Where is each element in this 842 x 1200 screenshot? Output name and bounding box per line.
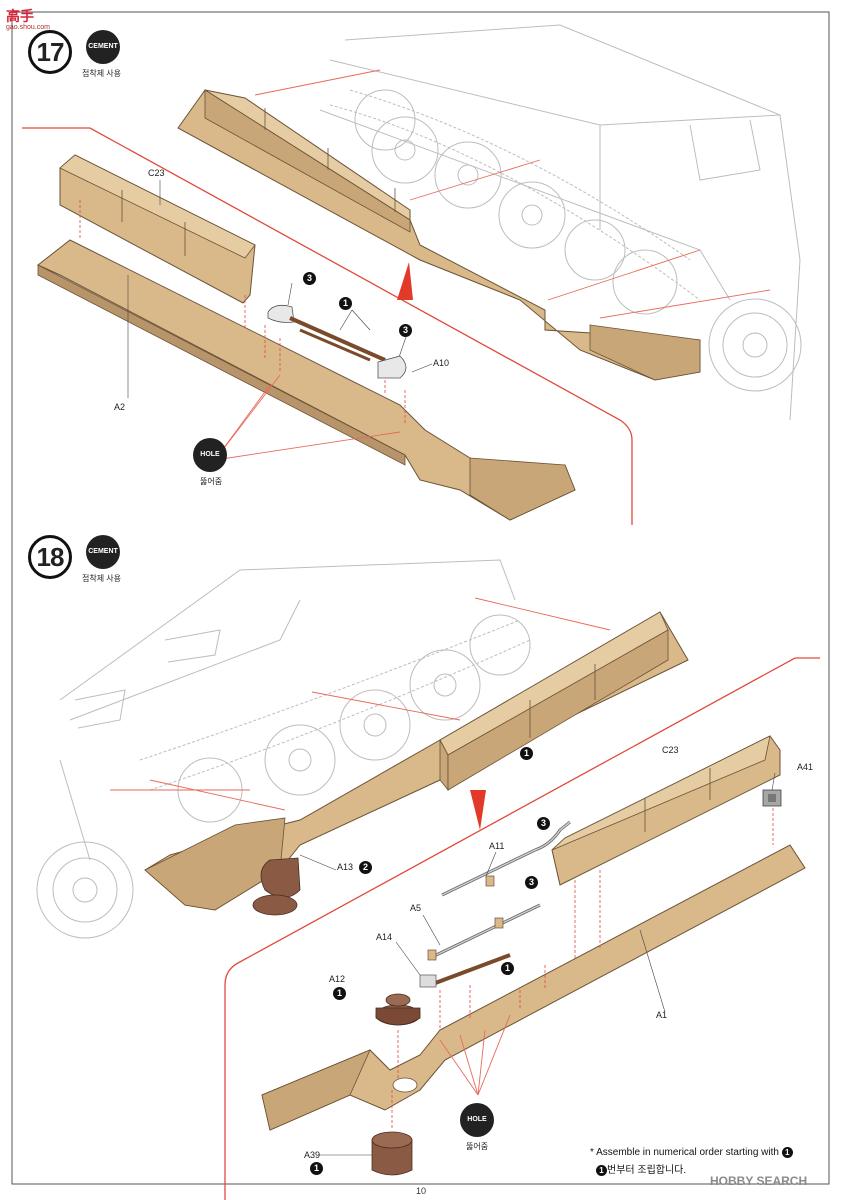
watermark-hobby-search: HOBBY SEARCH [710,1174,808,1188]
step18-arrow-icon [470,790,486,830]
order-number: 1 [501,962,514,975]
part-label-a1: A1 [656,1010,668,1020]
step17-section-line [22,127,633,525]
step18-part-a41 [762,789,782,807]
cement-icon: CEMENT [86,30,120,64]
part-label-a11: A11 [489,841,505,851]
step17-part-c23 [59,154,256,304]
part-label-a5: A5 [410,903,422,913]
hole-caption: 뚫어줌 [200,477,223,486]
step17-guide-lines [254,69,771,319]
order-number: 1 [520,747,533,760]
hole-caption: 뚫어줌 [466,1142,489,1151]
page-number: 10 [416,1186,427,1196]
step18-fender-installed [144,611,689,916]
hole-icon: HOLE [193,438,227,472]
part-label-c23: C23 [148,168,165,178]
part-label-a12: A12 [329,974,346,984]
part-label-a14: A14 [376,932,393,942]
cement-caption: 접착제 사용 [82,574,122,583]
order-number: 1 [310,1162,323,1175]
step17-small-parts [267,304,407,379]
cement-icon: CEMENT [86,535,120,569]
step17-part-a2 [37,239,576,521]
order-number: 3 [525,876,538,889]
step17-fender-installed [177,89,701,381]
step18-guide-lines [110,597,611,811]
step18-part-a1 [261,844,806,1131]
order-number: 3 [399,324,412,337]
step18-part-c23 [551,735,781,886]
order-number: 3 [303,272,316,285]
step17-arrow-icon [397,262,413,300]
order-number: 1 [596,1165,607,1176]
part-label-c23: C23 [662,745,679,755]
assembly-note-en: * Assemble in numerical order starting w… [590,1147,793,1158]
step18-vehicle-ghost [36,559,531,939]
hole-icon: HOLE [460,1103,494,1137]
watermark-logo: 高手 gao.shou.com [6,8,50,31]
step18-small-parts [371,820,571,1176]
order-number: 1 [339,297,352,310]
part-label-a39: A39 [304,1150,321,1160]
page-border [11,11,830,1185]
order-number: 1 [333,987,346,1000]
part-label-a13: A13 [337,862,354,872]
cement-caption: 접착제 사용 [82,69,122,78]
part-label-a10: A10 [433,358,450,368]
order-number: 3 [537,817,550,830]
step17-vehicle-ghost [319,24,802,421]
order-number: 2 [359,861,372,874]
order-number: 1 [781,1147,793,1158]
part-label-a41: A41 [797,762,814,772]
step-17-number: 17 [28,30,72,74]
part-label-a2: A2 [114,402,126,412]
step18-section-line [224,657,820,1200]
step-18-number: 18 [28,535,72,579]
